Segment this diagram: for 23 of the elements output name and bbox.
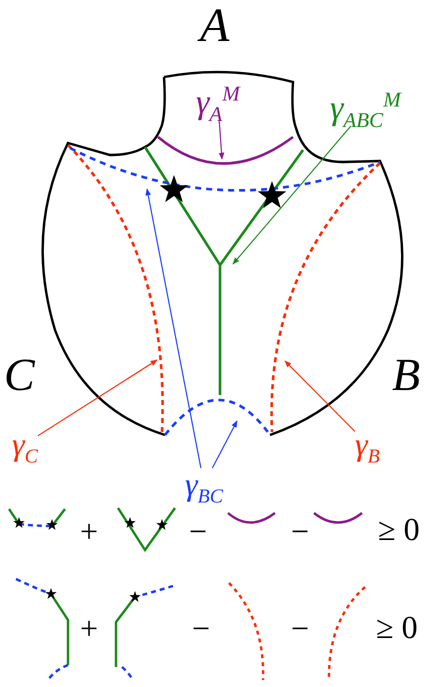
operator: + [80,612,98,644]
leader-arrow [145,188,202,468]
leader-arrow [38,360,158,436]
leader-arrow [212,420,238,468]
geodesic-curve [157,136,294,165]
dashed-curve [164,398,272,436]
operator: − [291,515,310,547]
operator: − [192,612,210,644]
dashed-curve [67,144,164,432]
dashed-curve [270,162,381,432]
math-label: γ$_{B}$ [355,428,380,460]
leader-arrow [232,126,352,265]
inequality-text: ≥ 0 [376,611,418,643]
inequality-text: ≥ 0 [378,513,420,545]
operator: + [80,515,98,547]
dashed-curve [69,146,380,192]
branched-geodesic [144,146,304,396]
leader-arrow [284,360,356,432]
region-label: C [4,352,35,398]
operator: − [291,612,310,644]
region-label: B [392,352,420,398]
operator: − [189,515,208,547]
leader-arrow [218,120,224,160]
